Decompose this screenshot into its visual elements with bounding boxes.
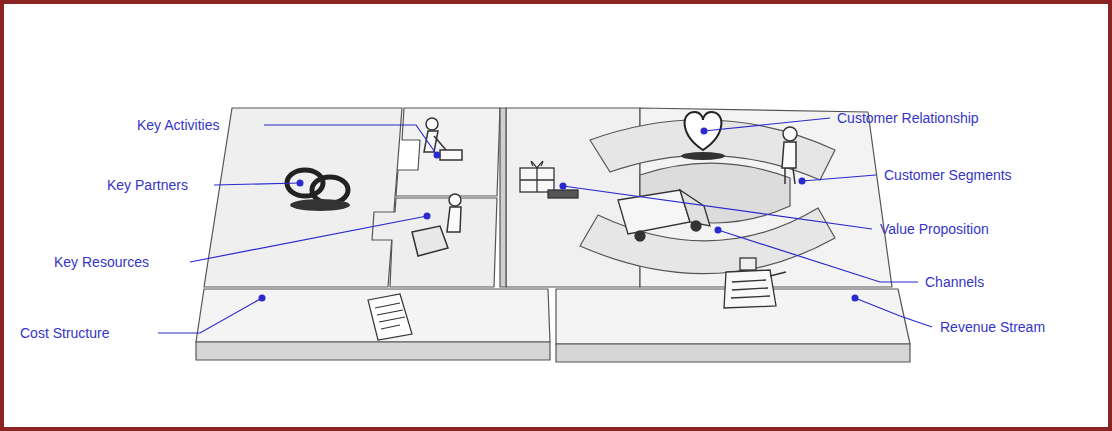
gift-bow — [531, 161, 543, 168]
figure-head — [783, 127, 797, 141]
callout-label: Key Resources — [54, 253, 149, 271]
leader-line — [718, 230, 918, 282]
leader-lines — [158, 118, 932, 333]
gift-box — [520, 168, 554, 192]
callout-label: Customer Segments — [884, 166, 1012, 184]
callout-label: Customer Relationship — [837, 109, 979, 127]
register-icon — [724, 258, 786, 308]
canvas-board — [196, 108, 910, 362]
leader-dot — [852, 295, 859, 302]
figure-legs — [785, 168, 795, 184]
callout-label: Key Activities — [137, 116, 219, 134]
truck-wheel — [691, 221, 701, 231]
heart — [685, 112, 722, 150]
leader-dot — [424, 213, 431, 220]
cost-structure-edge — [196, 342, 550, 360]
key-partners-panel — [204, 108, 402, 287]
gift-icon — [520, 161, 578, 198]
worker-figure — [424, 118, 462, 160]
figure-arm — [434, 136, 446, 150]
leader-line — [802, 175, 876, 181]
truck-wheel — [635, 231, 645, 241]
leader-dot — [434, 152, 441, 159]
register-handle — [770, 272, 786, 276]
ring-shadow — [290, 199, 350, 211]
leader-dot — [701, 128, 708, 135]
figure-body — [782, 142, 796, 168]
gift-ribbon — [520, 168, 554, 192]
leader-line — [190, 216, 427, 262]
leader-dot — [799, 178, 806, 185]
document-icon — [368, 294, 412, 340]
leader-dot — [297, 180, 304, 187]
paper — [368, 294, 412, 340]
callout-label: Value Proposition — [880, 220, 989, 238]
resource-figure — [412, 194, 461, 256]
heart-icon — [681, 112, 725, 160]
truck-icon — [618, 190, 710, 241]
leader-dots — [259, 128, 859, 302]
leader-dot — [560, 183, 567, 190]
key-activities-panel — [396, 108, 500, 196]
figure-body — [424, 131, 438, 152]
figure-head — [426, 118, 438, 130]
leader-dot — [259, 295, 266, 302]
machine — [412, 226, 448, 256]
register-screen — [740, 258, 756, 270]
heart-shadow — [681, 152, 725, 160]
truck-cargo — [618, 190, 690, 234]
leader-line — [563, 186, 872, 229]
board-side — [500, 108, 506, 287]
callout-label: Cost Structure — [20, 324, 109, 342]
work-cart — [440, 150, 462, 160]
callout-label: Key Partners — [107, 176, 188, 194]
leader-line — [214, 183, 300, 185]
figure-body — [447, 207, 461, 232]
rings-icon — [287, 170, 350, 211]
customer-figure — [782, 127, 797, 184]
leader-line — [704, 118, 830, 131]
leader-line — [855, 298, 932, 327]
gift-base — [548, 190, 578, 198]
figure-head — [449, 194, 461, 206]
leader-line — [158, 298, 262, 333]
leader-dot — [715, 227, 722, 234]
revenue-stream-edge — [556, 344, 910, 362]
cost-structure-panel — [196, 289, 550, 342]
paper-lines — [375, 303, 405, 329]
callout-label: Channels — [925, 273, 984, 291]
key-resources-panel — [372, 198, 497, 287]
register-body — [724, 270, 776, 308]
register-keys — [731, 280, 770, 298]
leader-line — [264, 125, 437, 155]
callout-label: Revenue Stream — [940, 318, 1045, 336]
